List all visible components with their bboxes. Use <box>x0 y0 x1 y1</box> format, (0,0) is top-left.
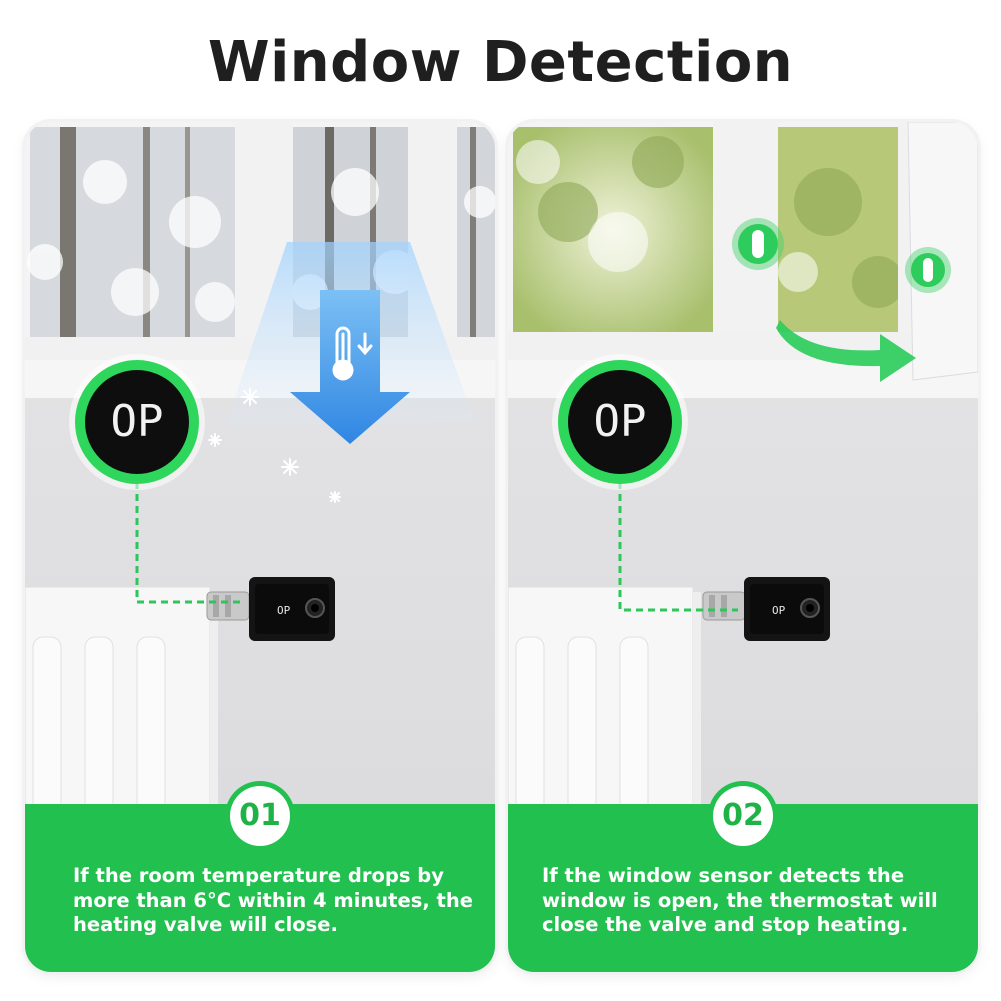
panel-temperature-drop: OP OP 01 If the room temperature drops b… <box>25 122 495 972</box>
display-text: OP <box>111 396 164 447</box>
thermostat-device: OP <box>206 577 335 641</box>
green-tree-view <box>513 127 978 332</box>
winter-window-scene: OP OP <box>25 122 495 812</box>
step-number-badge: 02 <box>713 786 773 846</box>
display-text: OP <box>594 396 647 447</box>
window-sensor-icon <box>732 218 951 293</box>
step-description: If the room temperature drops by more th… <box>73 864 473 936</box>
radiator <box>508 586 701 812</box>
snowflake-icon <box>208 388 341 503</box>
spring-window-scene: OP OP <box>508 122 978 812</box>
snowy-forest-view <box>27 127 495 337</box>
thermometer-down-icon <box>332 326 373 381</box>
step-description: If the window sensor detects the window … <box>542 864 938 936</box>
thermostat-device: OP <box>702 577 830 641</box>
step-number-badge: 01 <box>230 786 290 846</box>
connection-line <box>618 482 738 612</box>
page-title: Window Detection <box>207 30 794 95</box>
thermostat-display: OP <box>69 354 205 490</box>
panel-window-sensor: OP OP 02 If the window sensor detects th… <box>508 122 978 972</box>
device-display-text: OP <box>277 604 291 617</box>
connection-line <box>135 482 243 604</box>
radiator <box>25 586 218 812</box>
device-display-text: OP <box>772 604 786 617</box>
thermostat-display: OP <box>552 354 688 490</box>
open-arrow-icon <box>776 320 916 382</box>
